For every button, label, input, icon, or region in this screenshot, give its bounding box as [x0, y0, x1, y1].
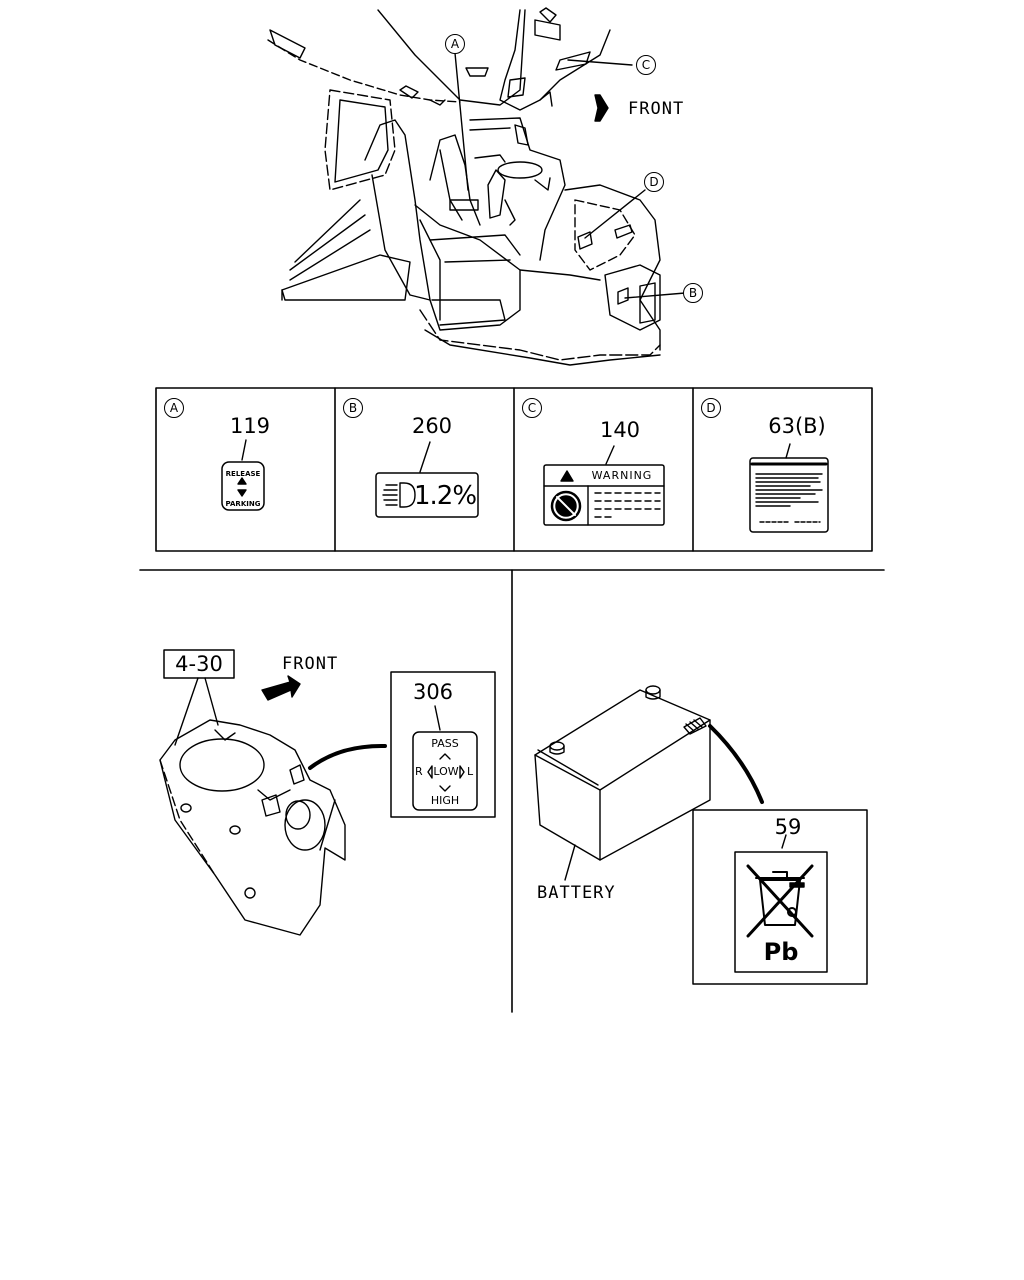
cell-c-part-number: 140 — [599, 418, 641, 442]
callout-c-circle: C — [636, 55, 656, 75]
switch-l-text: L — [467, 765, 474, 778]
switch-low-text: LOW — [433, 765, 459, 778]
leader-d — [584, 189, 646, 239]
callout-b-circle: B — [683, 283, 703, 303]
switch-high-text: HIGH — [430, 794, 460, 807]
front-arrow-icon-2 — [261, 675, 301, 701]
cell-a-release-text: RELEASE — [225, 470, 261, 478]
front-arrow-icon — [594, 94, 609, 122]
cell-d-part-number: 63(B) — [768, 414, 826, 438]
front-label-switch: FRONT — [282, 654, 339, 674]
switch-r-text: R — [415, 765, 423, 778]
battery-pb-text: Pb — [763, 938, 799, 966]
switch-part-number: 306 — [412, 680, 454, 704]
cell-a-parking-text: PARKING — [225, 500, 261, 508]
cell-d-letter: D — [701, 398, 721, 418]
callout-d-circle: D — [644, 172, 664, 192]
leader-b — [624, 292, 686, 299]
cell-c-warning-text: WARNING — [591, 469, 653, 482]
ref-box — [163, 649, 235, 679]
cell-b-slope-text: 1.2% — [414, 481, 477, 511]
cell-b-letter: B — [343, 398, 363, 418]
front-label-top: FRONT — [628, 99, 685, 119]
battery-label: BATTERY — [537, 883, 616, 903]
callout-a-circle: A — [445, 34, 465, 54]
battery-part-number: 59 — [774, 815, 802, 839]
cell-a-part-number: 119 — [229, 414, 271, 438]
cab-interior-illustration — [267, 7, 686, 366]
cell-a-letter: A — [164, 398, 184, 418]
cell-c-letter: C — [522, 398, 542, 418]
leader-a — [454, 52, 469, 191]
switch-pass-text: PASS — [431, 737, 459, 750]
leader-c — [567, 59, 633, 66]
cell-b-part-number: 260 — [411, 414, 453, 438]
ref-number: 4-30 — [175, 652, 223, 676]
